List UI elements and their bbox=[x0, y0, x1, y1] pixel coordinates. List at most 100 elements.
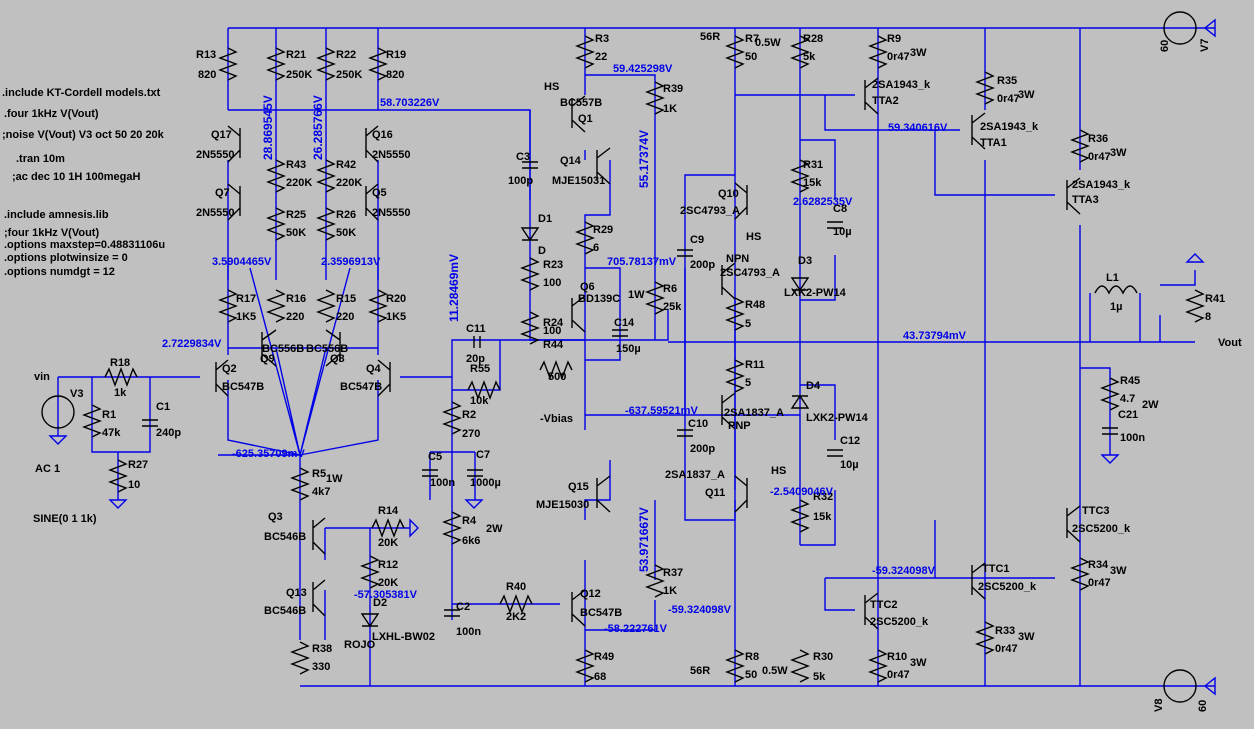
resistor-power: 3W bbox=[1018, 89, 1035, 101]
transistor-ref: Q1 bbox=[578, 113, 593, 125]
wire-q14 bbox=[584, 160, 611, 430]
transistor-shape bbox=[365, 183, 379, 221]
resistor-value: 820 bbox=[386, 69, 404, 81]
wire-zobel bbox=[1080, 367, 1111, 455]
resistor-value: 4.7 bbox=[1120, 393, 1135, 405]
directive-text: .four 1kHz V(Vout) bbox=[4, 108, 99, 120]
resistor-shape bbox=[371, 518, 405, 538]
transistor-shape bbox=[377, 359, 391, 397]
node-voltage: -58.222761V bbox=[604, 623, 668, 635]
capacitor-shape bbox=[422, 469, 438, 477]
resistor-shape bbox=[266, 47, 286, 81]
transistor-model: 2SA1943_k bbox=[980, 121, 1039, 133]
net-label-vin: vin bbox=[34, 371, 50, 383]
resistor-ref: R27 bbox=[128, 459, 148, 471]
resistor-value: 0r47 bbox=[1088, 151, 1111, 163]
resistor-ref: R7 bbox=[745, 33, 759, 45]
transistor-shape bbox=[971, 562, 986, 600]
resistor-value: 50K bbox=[336, 227, 356, 239]
transistor-shape bbox=[864, 592, 879, 630]
resistor-shape bbox=[725, 359, 745, 393]
wire-fan bbox=[249, 267, 351, 456]
part-label-56r: 56R bbox=[700, 31, 720, 43]
resistor-shape bbox=[975, 71, 995, 105]
resistor-value: 47k bbox=[102, 427, 121, 439]
resistor-shape bbox=[218, 47, 238, 81]
transistor-model: 2N5550 bbox=[372, 149, 411, 161]
capacitor-shape bbox=[827, 221, 843, 229]
capacitor-value: 20p bbox=[466, 353, 485, 365]
directive-text: ;ac dec 10 1H 100megaH bbox=[12, 171, 140, 183]
resistor-power: 2W bbox=[486, 523, 503, 535]
resistor-shape bbox=[725, 35, 745, 69]
transistor-shape bbox=[215, 359, 229, 397]
resistor-value: 220 bbox=[336, 311, 354, 323]
transistor-ref: Q11 bbox=[705, 487, 725, 499]
node-voltage: 53.971667V bbox=[637, 507, 651, 572]
wire-q3 bbox=[324, 527, 410, 560]
directive-text: .options numdgt = 12 bbox=[4, 266, 115, 278]
transistor-shape bbox=[571, 295, 586, 333]
resistor-value: 5 bbox=[745, 318, 751, 330]
transistor-model: 2SA1943_k bbox=[872, 79, 931, 91]
source-value: 60 bbox=[1159, 40, 1171, 52]
transistor-ref: Q3 bbox=[268, 511, 283, 523]
resistor-shape bbox=[316, 159, 336, 193]
transistor-model: BC556B bbox=[262, 343, 304, 355]
capacitor-ref: C8 bbox=[833, 203, 847, 215]
resistor-shape bbox=[539, 360, 573, 380]
diode-note: ROJO bbox=[344, 639, 376, 651]
ground-symbol bbox=[1185, 253, 1205, 263]
resistor-shape bbox=[725, 297, 745, 331]
resistor-ref: R33 bbox=[995, 625, 1015, 637]
resistor-shape bbox=[442, 511, 462, 545]
capacitor-shape bbox=[467, 469, 483, 477]
capacitor-ref: C14 bbox=[614, 317, 635, 329]
resistor-shape bbox=[368, 47, 388, 81]
capacitor-shape bbox=[522, 161, 538, 169]
diode-ref: D1 bbox=[538, 213, 552, 225]
capacitor-value: 100p bbox=[508, 175, 533, 187]
transistor-shape bbox=[227, 183, 241, 221]
transistor-model: 2SC5200_k bbox=[870, 616, 929, 628]
transistor-ref: Q12 bbox=[580, 588, 601, 600]
capacitor-shape bbox=[1102, 427, 1118, 435]
resistor-shape bbox=[316, 207, 336, 241]
resistor-value: 820 bbox=[198, 69, 216, 81]
source-ref: V8 bbox=[1153, 699, 1165, 712]
resistor-ref: R34 bbox=[1088, 559, 1109, 571]
resistor-shape bbox=[1185, 289, 1205, 323]
node-voltage: 2.7229834V bbox=[162, 338, 222, 350]
wire-tta2 bbox=[735, 28, 879, 686]
resistor-value: 6 bbox=[593, 242, 599, 254]
inductor-labels: L1 1µ bbox=[1106, 272, 1122, 313]
resistor-shape bbox=[290, 641, 310, 675]
resistor-value: 0r47 bbox=[1088, 577, 1111, 589]
wire-inductor bbox=[1089, 270, 1196, 342]
resistor-ref: R4 bbox=[462, 515, 477, 527]
resistor-ref: R12 bbox=[378, 559, 398, 571]
wire-ttc bbox=[824, 520, 1055, 611]
transistor-shape bbox=[596, 147, 611, 185]
resistor-value: 50 bbox=[745, 51, 757, 63]
resistor-ref: R18 bbox=[110, 357, 130, 369]
resistor-value: 1K5 bbox=[236, 311, 256, 323]
transistor-labels: Q17 2N5550 Q16 2N5550 Q7 2N5550 Q5 2N555… bbox=[196, 79, 1131, 628]
resistor-shape bbox=[368, 289, 388, 323]
transistor-model: 2SC5200_k bbox=[978, 581, 1037, 593]
node-voltage: 59.340616V bbox=[888, 122, 948, 134]
transistor-model: BC556B bbox=[306, 343, 348, 355]
resistor-value: 0r47 bbox=[887, 51, 910, 63]
ground-symbol bbox=[108, 499, 128, 509]
transistor-shape bbox=[721, 392, 736, 430]
source-v8-symbol bbox=[1163, 669, 1197, 703]
inductor-l1-symbol bbox=[1094, 285, 1138, 295]
wire-c3-d1 bbox=[529, 110, 585, 341]
wire-q13 bbox=[324, 528, 371, 686]
ground-symbol bbox=[48, 435, 68, 445]
resistor-shape bbox=[442, 401, 462, 435]
resistor-ref: R11 bbox=[745, 359, 765, 371]
resistor-ref: R48 bbox=[745, 299, 765, 311]
resistor-shape bbox=[316, 47, 336, 81]
